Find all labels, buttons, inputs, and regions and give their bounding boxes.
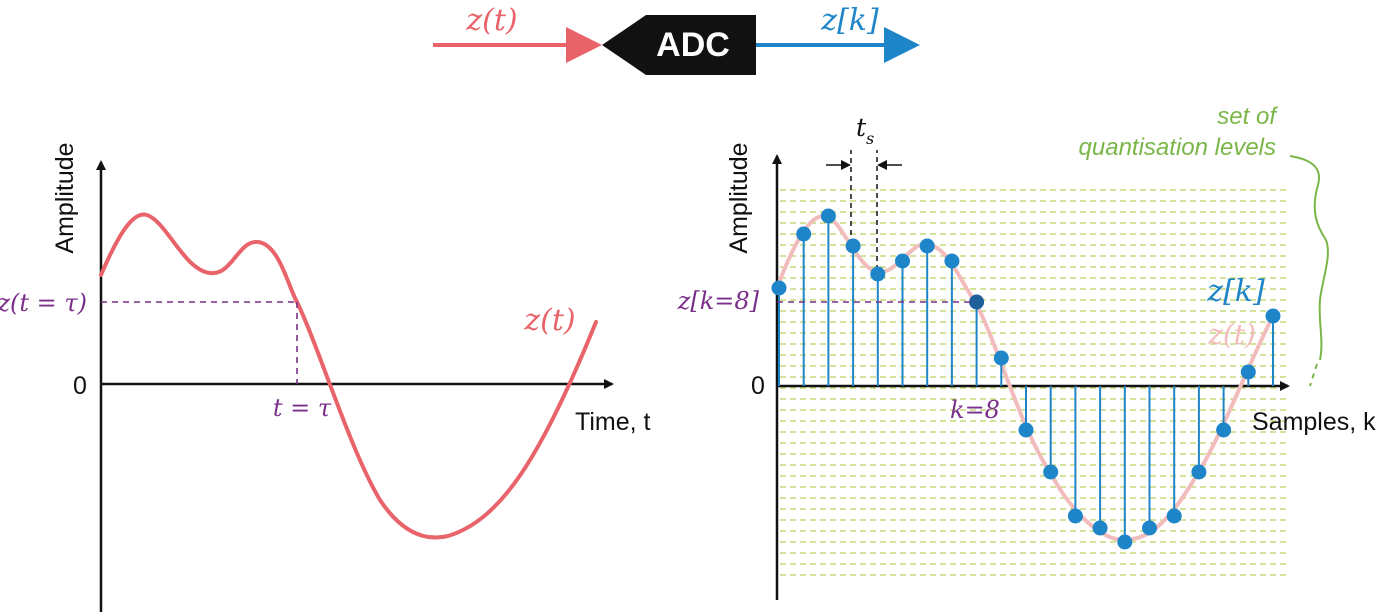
sample-point (1092, 520, 1108, 536)
sample-point (919, 238, 935, 254)
sample-point (870, 266, 886, 282)
tau-value-label: z(t = τ) (0, 289, 87, 317)
sample-point (1142, 520, 1157, 536)
ts-label-subscript: s (866, 129, 874, 148)
sample-point (895, 253, 910, 269)
quantisation-brace-tail (1309, 363, 1318, 387)
ts-label-base: t (856, 113, 867, 142)
discrete-signal-label: z[k] (1206, 274, 1265, 309)
sample-point (820, 208, 836, 224)
sample-point (1240, 364, 1256, 380)
sample8-value-label: z[k=8] (677, 287, 760, 315)
sample-point (993, 350, 1009, 366)
right-zero-label: 0 (751, 372, 765, 400)
sample-point (1117, 534, 1133, 550)
analog-signal-curve (99, 212, 598, 540)
sample-point (845, 238, 861, 254)
tau-time-label: t = τ (273, 394, 332, 422)
input-arrow-head (566, 27, 602, 63)
right-x-axis-label: Samples, k (1252, 408, 1376, 436)
right-plot: Amplitude Samples, k 0 ts z[k=8] k=8 z[k… (677, 103, 1376, 600)
left-plot: Amplitude Time, t 0 z(t = τ) t = τ z(t) (0, 142, 651, 612)
sample8-index-label: k=8 (950, 396, 1000, 424)
continuous-signal-label: z(t) (1207, 318, 1256, 351)
sample-point (1067, 508, 1083, 524)
sample-point (1265, 308, 1281, 324)
sample-point (1191, 464, 1207, 480)
sample-point-k8 (969, 294, 985, 310)
output-arrow-head (884, 27, 920, 63)
left-x-axis-label: Time, t (575, 408, 651, 436)
adc-header: z(t) ADC z[k] (433, 3, 920, 75)
adc-block (602, 15, 756, 75)
right-y-axis-label: Amplitude (725, 142, 753, 253)
quantisation-label-line1: set of (1217, 103, 1278, 130)
sample-point (1216, 422, 1232, 438)
left-zero-label: 0 (73, 372, 87, 400)
quantisation-label-line2: quantisation levels (1079, 134, 1276, 161)
continuous-signal-curve (775, 214, 1275, 543)
analog-curve-label: z(t) (523, 303, 575, 338)
sample-point (944, 253, 960, 269)
adc-label: ADC (656, 26, 730, 64)
quantisation-brace (1289, 155, 1329, 361)
sample-point (1043, 464, 1059, 480)
ts-label: ts (856, 113, 874, 148)
sample-point (771, 280, 787, 296)
sample-point (796, 226, 812, 242)
sample-point (1166, 508, 1182, 524)
sample-point (1018, 422, 1034, 438)
input-signal-label: z(t) (465, 3, 517, 38)
sample-stems (771, 208, 1281, 550)
left-y-axis-label: Amplitude (51, 142, 79, 253)
output-signal-label: z[k] (820, 3, 879, 38)
